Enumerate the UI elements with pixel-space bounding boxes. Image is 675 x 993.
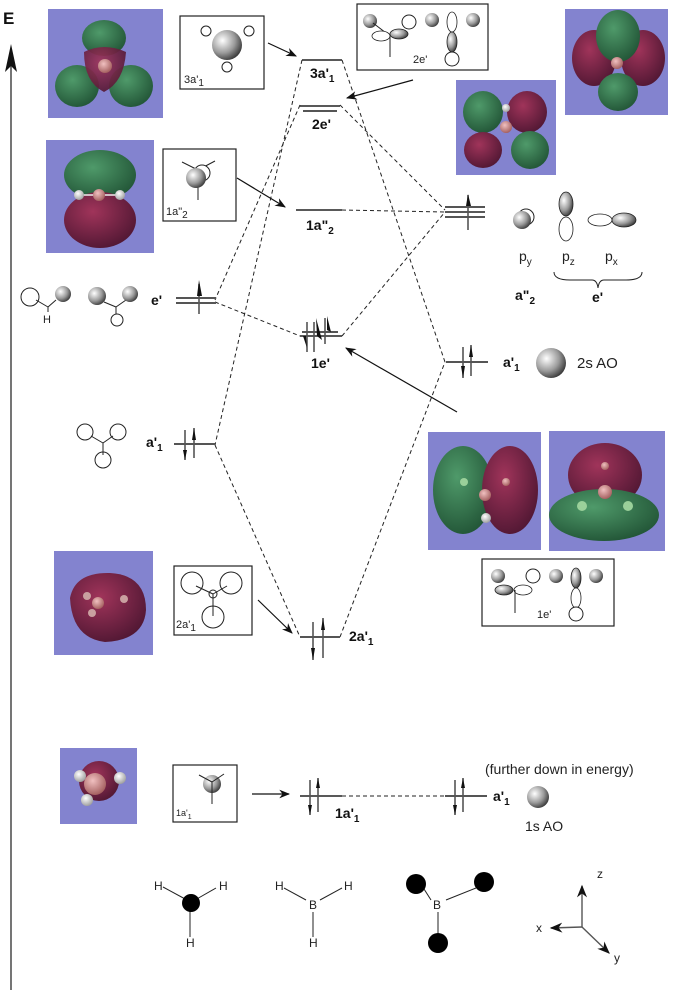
box-2e: 2e' [356,3,489,71]
lgo-a1-label: a'1 [146,434,163,454]
svg-text:H: H [219,879,228,893]
box-3a1: 3a'1 [179,15,265,90]
h-orbital-icon [88,287,106,305]
lgo-e-prime: H e' [20,280,216,327]
pointer-arrows [236,42,458,799]
1s-ao-label: 1s AO [525,818,563,834]
axes-legend: z x y [536,867,620,965]
svg-text:H: H [154,879,163,893]
py-orbital-icon [513,211,531,229]
h-orbital-icon [109,423,127,441]
energy-axis-arrowhead-icon [5,44,17,72]
py-label: py [519,248,532,268]
box-2a1: 2a'1 [173,565,253,636]
h-orbital-icon [20,287,40,307]
box-1e: 1e' [481,558,615,627]
2s-ao-label: 2s AO [577,355,618,372]
boron-1s-orbital: (further down in energy) a'1 1s AO [445,761,634,834]
box-label: 2e' [413,54,427,66]
spin-up-icon [321,618,325,630]
mo-level-1e: 1e' [300,316,342,371]
h-label: H [43,314,51,326]
level-label: 1a'1 [335,805,360,825]
spin-down-icon [183,450,187,460]
spin-up-icon [466,194,471,206]
mo-image-2e-a [456,80,556,175]
box-1a2: 1a"2 [162,148,237,222]
h-orbital-icon [110,313,124,327]
a1-2s-sym: a'1 [503,354,520,374]
level-label: 1e' [311,355,330,371]
further-down-note: (further down in energy) [485,761,634,777]
svg-text:H: H [186,936,195,950]
e-brace [553,271,643,289]
box-label: 1a"2 [166,206,188,221]
a1-1s-sym: a'1 [493,788,510,808]
spin-up-icon [461,778,465,788]
svg-text:B: B [433,898,441,912]
mo-level-2a1: 2a'1 [300,618,374,660]
svg-text:H: H [275,879,284,893]
mo-image-2a1 [54,551,153,655]
level-label: 3a'1 [310,65,335,85]
mo-level-1a1: 1a'1 [300,778,360,825]
level-label: 1a"2 [306,217,334,237]
level-label: 2a'1 [349,628,374,648]
mo-level-3a1: 3a'1 [302,59,342,85]
pz-label: pz [562,248,575,268]
boron-p-orbitals: py pz px a"2 e' [445,191,643,307]
spin-up-icon [469,345,473,357]
spin-down-icon [308,805,312,815]
pz-orbital-icon [186,168,206,188]
h-orbital-icon [122,286,138,302]
structure-bh3-labelled: H H B H [275,879,353,950]
svg-text:H: H [344,879,353,893]
svg-text:H: H [309,936,318,950]
mo-image-1a2 [46,140,154,253]
structure-bh3-filled-b: H H H [154,879,228,950]
spin-down-icon [311,648,315,660]
px-label: px [605,248,618,268]
spin-down-icon [453,805,457,815]
spin-down-icon [461,366,465,378]
box-label: 1a'1 [176,808,192,821]
s-orbital-icon [536,348,566,378]
s-orbital-icon [527,786,549,808]
h-orbital-icon [76,423,94,441]
box-label: 3a'1 [184,74,204,89]
mo-image-3a1 [48,9,163,118]
svg-text:B: B [309,898,317,912]
spin-up-icon [197,280,202,296]
mo-level-2e: 2e' [300,105,340,132]
y-axis-label: y [614,951,620,965]
spin-up-icon [192,428,196,440]
h-orbital-icon [55,286,71,302]
px-orbital-icon [611,212,637,228]
pz-orbital-icon [558,191,574,217]
spin-up-icon [327,316,331,332]
z-axis-label: z [597,867,603,881]
correlation-lines [214,59,446,797]
spin-up-icon [316,318,322,340]
energy-axis: E [3,9,17,990]
box-label: 1e' [537,609,551,621]
mo-image-1a1 [60,748,137,824]
boron-2s-orbital: a'1 2s AO [446,345,618,378]
spin-up-icon [316,778,320,788]
mo-image-1e-b [549,431,665,551]
box-1a1: 1a'1 [172,764,238,823]
level-label: 2e' [312,116,331,132]
x-axis-label: x [536,921,542,935]
mo-image-2e-b [565,9,668,115]
mo-level-1a2: 1a"2 [296,209,342,237]
structure-bh3-filled-h: B [406,872,494,953]
e-label: e' [592,289,603,305]
s-orbital-icon [212,30,242,60]
lgo-a1-prime: a'1 [76,423,215,469]
mo-image-1e-a [428,432,541,550]
energy-axis-label: E [3,9,14,28]
box-label: 2a'1 [176,619,196,634]
a2-label: a"2 [515,287,535,307]
lgo-e-label: e' [151,292,162,308]
